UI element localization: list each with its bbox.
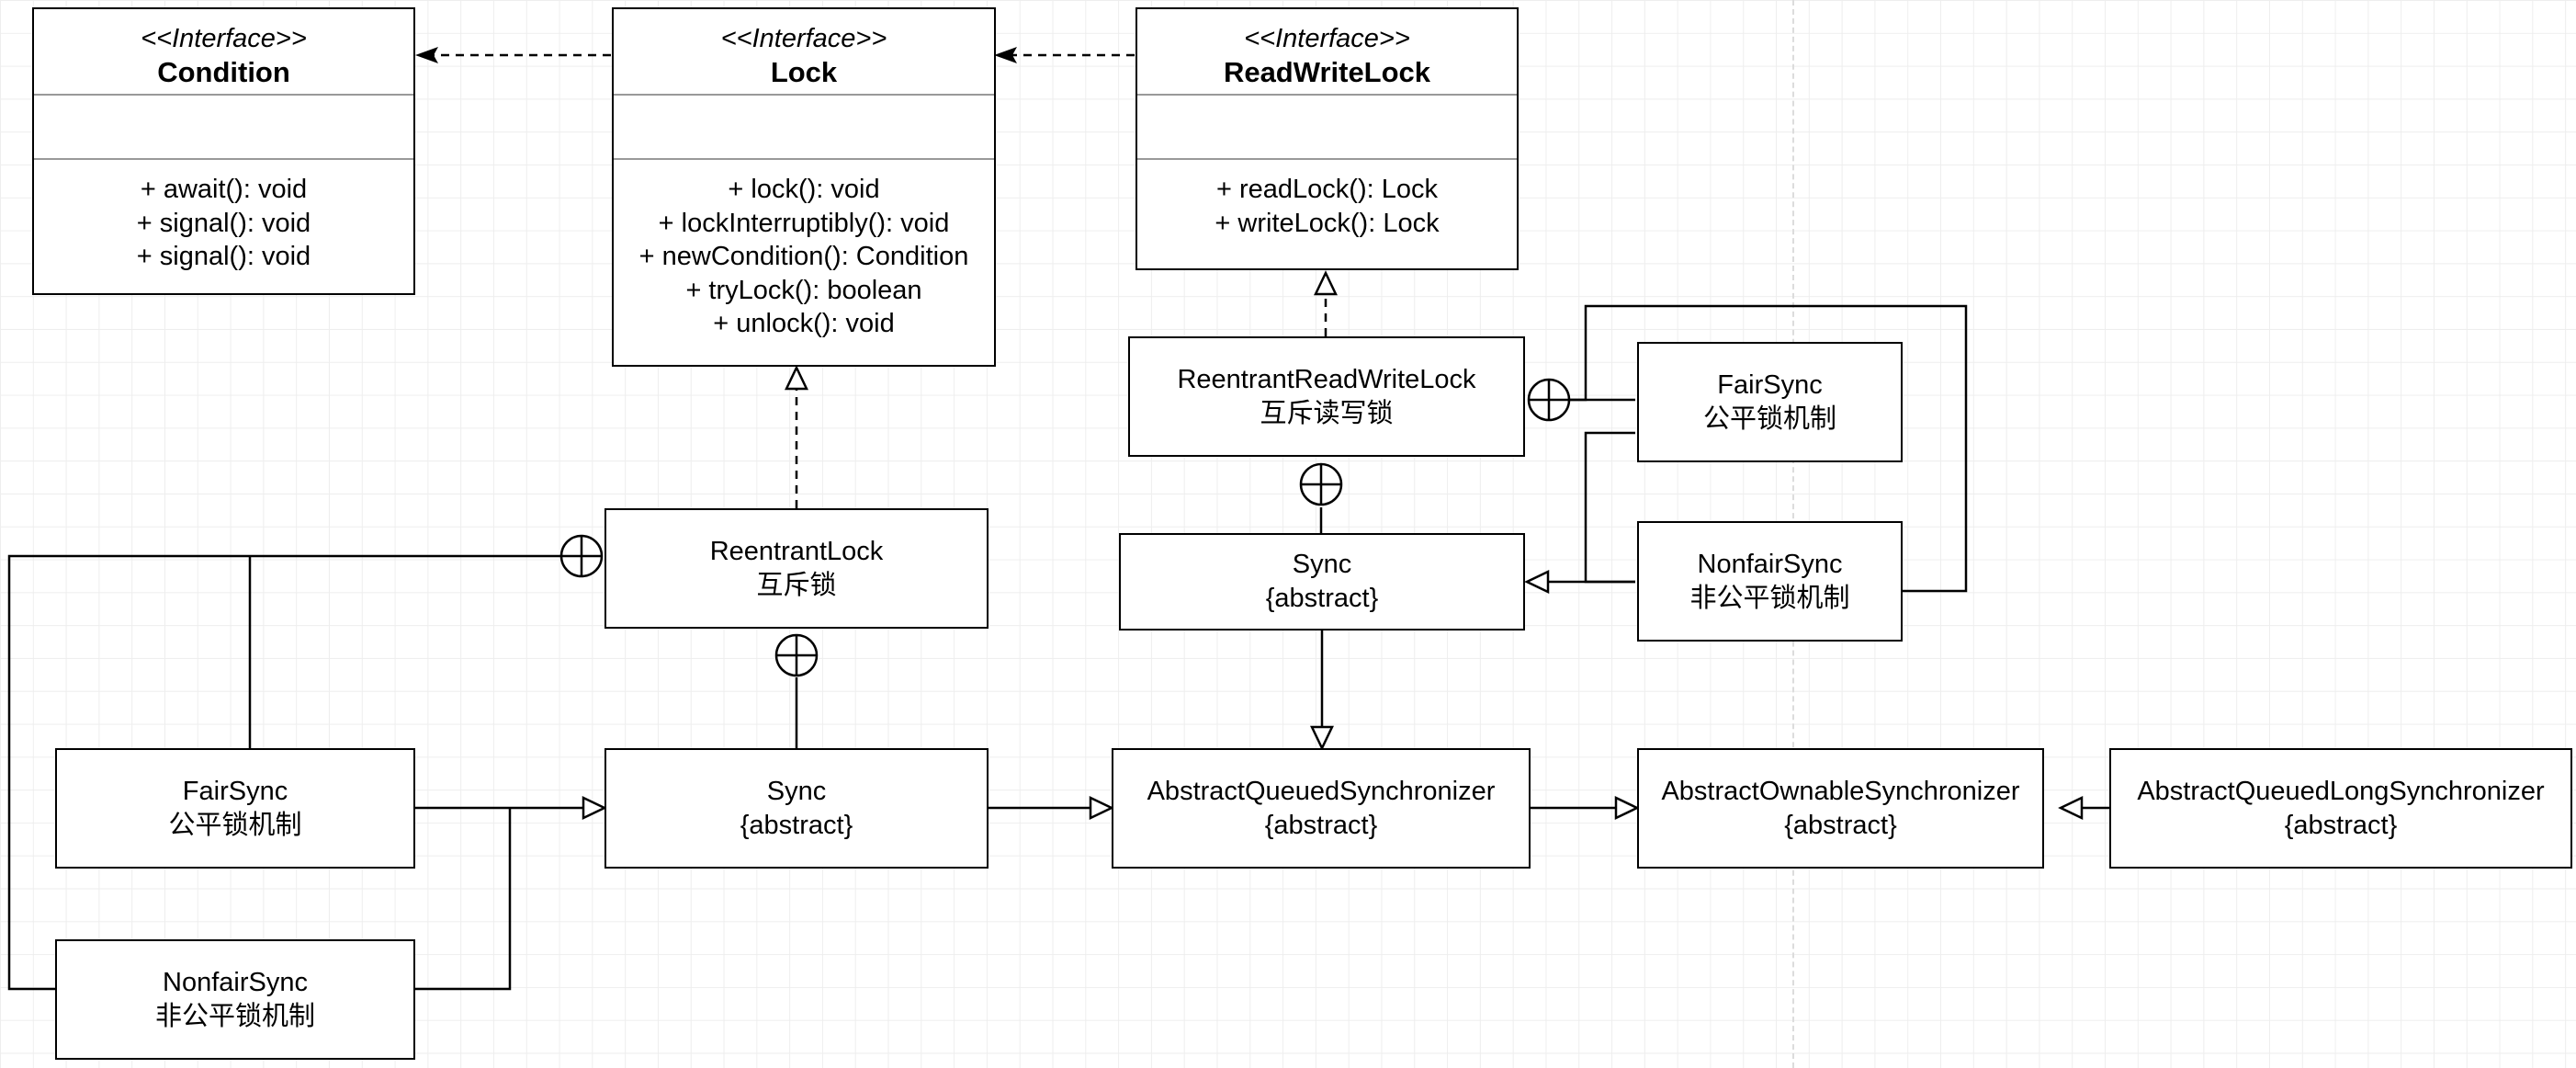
rl-nonfairsync-class[interactable]: NonfairSync 非公平锁机制 bbox=[55, 939, 415, 1060]
rw-nonfairsync-note: 非公平锁机制 bbox=[1689, 583, 1850, 613]
aqs-gen-head-top bbox=[1310, 725, 1334, 751]
aqls-note: {abstract} bbox=[2284, 810, 2398, 840]
rl-nonfairsync-name: NonfairSync bbox=[163, 967, 308, 997]
lock-method: + tryLock(): boolean bbox=[685, 275, 922, 305]
aos-gen-head-right bbox=[2058, 796, 2084, 820]
condition-attributes bbox=[34, 96, 413, 160]
aos-name: AbstractOwnableSynchronizer bbox=[1661, 776, 2020, 806]
rl-nesting-circle-left bbox=[559, 534, 604, 578]
condition-method: + await(): void bbox=[140, 175, 308, 204]
aqs-gen-head bbox=[1089, 796, 1114, 820]
aos-class[interactable]: AbstractOwnableSynchronizer {abstract} bbox=[1637, 748, 2044, 869]
aos-gen-head bbox=[1614, 796, 1640, 820]
rw-fairsync-name: FairSync bbox=[1717, 369, 1823, 400]
lock-header: <<Interface>> Lock bbox=[614, 9, 994, 96]
reentrantreadwritelock-note: 互斥读写锁 bbox=[1260, 398, 1394, 428]
readwritelock-method: + writeLock(): Lock bbox=[1215, 208, 1440, 238]
aqls-name: AbstractQueuedLongSynchronizer bbox=[2137, 776, 2545, 806]
readwritelock-header: <<Interface>> ReadWriteLock bbox=[1137, 9, 1517, 96]
lock-method: + lockInterruptibly(): void bbox=[658, 208, 950, 238]
rw-sync-name: Sync bbox=[1292, 550, 1352, 579]
rl-fairsync-name: FairSync bbox=[182, 776, 288, 806]
reentrantlock-note: 互斥锁 bbox=[756, 570, 837, 600]
reentrantreadwritelock-class[interactable]: ReentrantReadWriteLock 互斥读写锁 bbox=[1128, 336, 1525, 457]
rw-nonfairsync-name: NonfairSync bbox=[1697, 549, 1843, 579]
condition-method: + signal(): void bbox=[136, 242, 311, 271]
rw-nesting-circle-right bbox=[1527, 378, 1571, 422]
rl-sync-class[interactable]: Sync {abstract} bbox=[604, 748, 989, 869]
rw-fairsync-note: 公平锁机制 bbox=[1702, 403, 1836, 434]
condition-methods: + await(): void + signal(): void + signa… bbox=[34, 160, 413, 274]
lock-methods: + lock(): void + lockInterruptibly(): vo… bbox=[614, 160, 994, 341]
rw-nonfairsync-class[interactable]: NonfairSync 非公平锁机制 bbox=[1637, 521, 1903, 642]
reentrantlock-class[interactable]: ReentrantLock 互斥锁 bbox=[604, 508, 989, 629]
condition-name: Condition bbox=[157, 56, 290, 88]
lock-dep-arrowhead bbox=[994, 47, 1017, 63]
readwritelock-name: ReadWriteLock bbox=[1223, 56, 1431, 88]
readwritelock-realize-head bbox=[1314, 270, 1338, 296]
readwritelock-methods: + readLock(): Lock + writeLock(): Lock bbox=[1137, 160, 1517, 240]
aqs-name: AbstractQueuedSynchronizer bbox=[1147, 776, 1496, 806]
rl-sync-note: {abstract} bbox=[740, 810, 853, 840]
lock-method: + unlock(): void bbox=[713, 309, 895, 338]
lock-attributes bbox=[614, 96, 994, 160]
lock-method: + lock(): void bbox=[728, 175, 880, 204]
rw-sync-note: {abstract} bbox=[1265, 584, 1379, 613]
aqs-class[interactable]: AbstractQueuedSynchronizer {abstract} bbox=[1112, 748, 1531, 869]
rw-fairsync-class[interactable]: FairSync 公平锁机制 bbox=[1637, 342, 1903, 462]
rl-nonfair-extends-sync bbox=[414, 808, 512, 991]
rl-fairsync-note: 公平锁机制 bbox=[168, 810, 302, 840]
lock-name: Lock bbox=[770, 56, 838, 88]
aos-note: {abstract} bbox=[1784, 810, 1897, 840]
rw-sync-gen-head bbox=[1524, 570, 1550, 594]
rw-nesting-circle-sync bbox=[1299, 462, 1343, 506]
condition-header: <<Interface>> Condition bbox=[34, 9, 413, 96]
reentrantlock-name: ReentrantLock bbox=[709, 536, 884, 566]
lock-method: + newCondition(): Condition bbox=[638, 242, 969, 271]
readwritelock-attributes bbox=[1137, 96, 1517, 160]
aqs-note: {abstract} bbox=[1264, 810, 1378, 840]
reentrantreadwritelock-name: ReentrantReadWriteLock bbox=[1177, 364, 1476, 394]
rw-fair-to-sync bbox=[1584, 431, 1635, 584]
rl-nonfairsync-note: 非公平锁机制 bbox=[154, 1001, 315, 1031]
readwritelock-stereotype: <<Interface>> bbox=[1244, 24, 1410, 53]
lock-stereotype: <<Interface>> bbox=[720, 24, 887, 53]
rl-sync-gen-head bbox=[582, 796, 607, 820]
condition-dep-arrowhead bbox=[415, 47, 438, 63]
rw-sync-class[interactable]: Sync {abstract} bbox=[1119, 533, 1525, 631]
rl-nested-line bbox=[7, 554, 568, 991]
rl-nesting-circle-sync bbox=[774, 633, 819, 677]
lock-realize-head bbox=[785, 365, 808, 391]
rl-fairsync-class[interactable]: FairSync 公平锁机制 bbox=[55, 748, 415, 869]
condition-method: + signal(): void bbox=[136, 208, 311, 238]
readwritelock-method: + readLock(): Lock bbox=[1216, 175, 1438, 204]
condition-interface[interactable]: <<Interface>> Condition + await(): void … bbox=[32, 7, 415, 295]
rl-sync-name: Sync bbox=[766, 776, 827, 806]
lock-interface[interactable]: <<Interface>> Lock + lock(): void + lock… bbox=[612, 7, 996, 367]
readwritelock-interface[interactable]: <<Interface>> ReadWriteLock + readLock()… bbox=[1135, 7, 1519, 270]
aqls-class[interactable]: AbstractQueuedLongSynchronizer {abstract… bbox=[2109, 748, 2572, 869]
condition-stereotype: <<Interface>> bbox=[141, 24, 307, 53]
